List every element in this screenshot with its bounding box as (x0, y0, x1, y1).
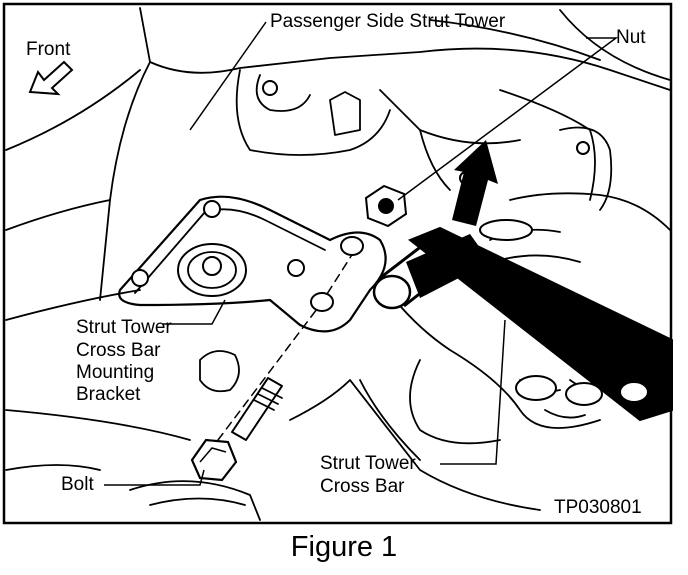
cross-bar-part (372, 226, 673, 422)
leader-lines (104, 21, 619, 486)
bolt-head-part (190, 438, 238, 482)
front-label: Front (26, 39, 71, 60)
nut-label: Nut (616, 27, 646, 48)
mounting-studs (131, 80, 590, 287)
bracket-label-line2: Cross Bar (76, 340, 161, 361)
bracket-label-line1: Strut Tower (76, 317, 172, 338)
crossbar-label-line2: Cross Bar (320, 476, 405, 497)
crossbar-label-line1: Strut Tower (320, 453, 416, 474)
bracket-label-line3: Mounting (76, 362, 155, 383)
nut-part (364, 184, 408, 228)
pull-direction-arrow-icon (452, 140, 498, 226)
bolt-label: Bolt (61, 474, 94, 495)
bracket-holes (310, 236, 364, 312)
figure-caption: Figure 1 (290, 531, 398, 563)
passenger-side-strut-tower-label: Passenger Side Strut Tower (270, 11, 506, 32)
fingers (479, 219, 649, 406)
figure-code-label: TP030801 (554, 497, 642, 518)
bracket-label-line4: Bracket (76, 384, 141, 405)
engine-bay-lines (5, 7, 671, 521)
front-direction-arrow-icon (28, 60, 74, 96)
